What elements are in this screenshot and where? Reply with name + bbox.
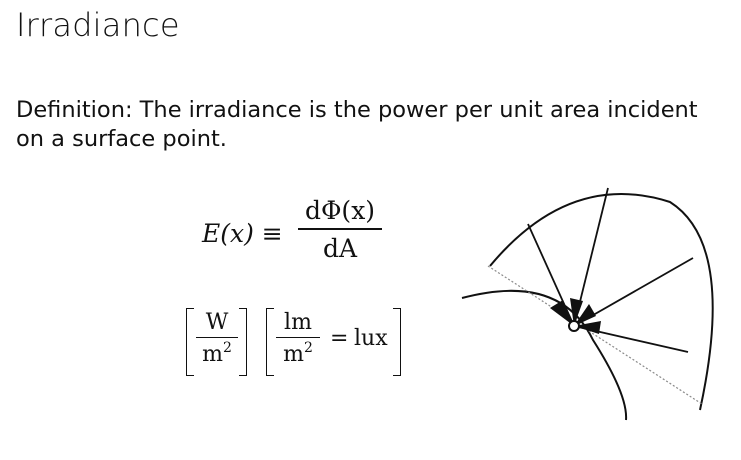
equals-sign: = [330,326,349,351]
equation-numerator: dΦ(x) [304,196,376,225]
unit-denominator-m2-b: m2 [276,340,320,367]
unit-fraction-bar-2 [276,337,320,339]
unit-denominator-base-1: m [202,342,223,368]
unit-fraction-lumens: lm m2 [276,310,320,367]
arrowhead-icon-4 [574,321,601,334]
arrowhead-icon-1 [550,300,574,326]
arrowhead-icon-3 [574,304,596,326]
unit-lux: lux [354,326,388,351]
arrowhead-icon-2 [570,298,583,326]
hemisphere-icon [489,193,714,411]
unit-numerator-lm: lm [284,310,312,335]
unit-exponent-1: 2 [222,340,232,357]
tangent-line-icon [487,265,703,405]
unit-fraction-bar-1 [196,337,238,339]
fraction-bar [298,228,382,230]
unit-fraction-watts: W m2 [196,310,238,367]
equation-denominator: dA [322,233,358,263]
left-bracket-1 [186,308,194,376]
left-bracket-2 [266,308,274,376]
lhs-text: E(x) ≡ [202,219,283,248]
unit-denominator-base-2: m [283,342,304,368]
right-bracket-1 [239,308,247,376]
irradiance-diagram [461,187,714,421]
surface-curve-icon [461,289,628,421]
surface-point-icon [568,320,580,332]
unit-denominator-m2: m2 [196,340,238,367]
equation-lhs: E(x) ≡ [202,219,283,248]
slide-title: Irradiance [16,6,180,44]
equation-fraction: dΦ(x) dA [298,196,382,263]
unit-numerator-w: W [205,310,229,335]
unit-exponent-2: 2 [303,340,313,357]
right-bracket-2 [393,308,401,376]
definition-text: Definition: The irradiance is the power … [16,97,698,152]
